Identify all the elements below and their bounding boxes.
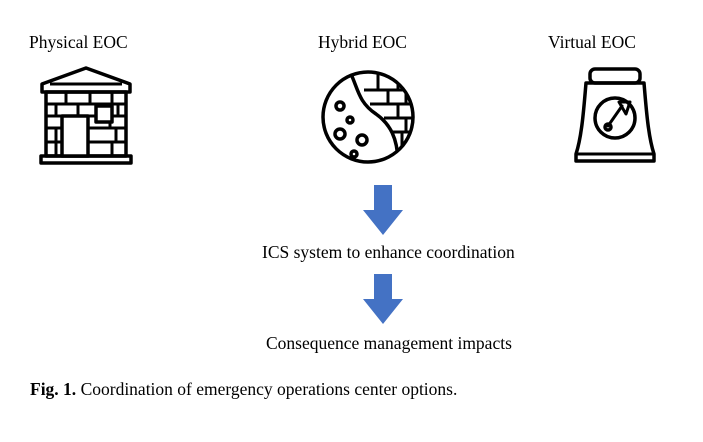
caption-text: Coordination of emergency operations cen… — [76, 379, 458, 399]
virtual-eoc-label: Virtual EOC — [548, 32, 636, 52]
virtual-frame-icon — [574, 67, 656, 163]
down-arrow-icon — [363, 185, 403, 235]
down-arrow-icon — [363, 274, 403, 324]
hybrid-circle-icon — [321, 70, 415, 164]
ics-system-step: ICS system to enhance coordination — [262, 242, 515, 262]
figure-number: Fig. 1. — [30, 379, 77, 399]
hybrid-eoc-label: Hybrid EOC — [318, 32, 407, 52]
physical-eoc-label: Physical EOC — [29, 32, 128, 52]
brick-building-icon — [39, 66, 133, 165]
figure-caption: Fig. 1. Coordination of emergency operat… — [30, 379, 458, 399]
consequence-management-step: Consequence management impacts — [266, 333, 512, 353]
